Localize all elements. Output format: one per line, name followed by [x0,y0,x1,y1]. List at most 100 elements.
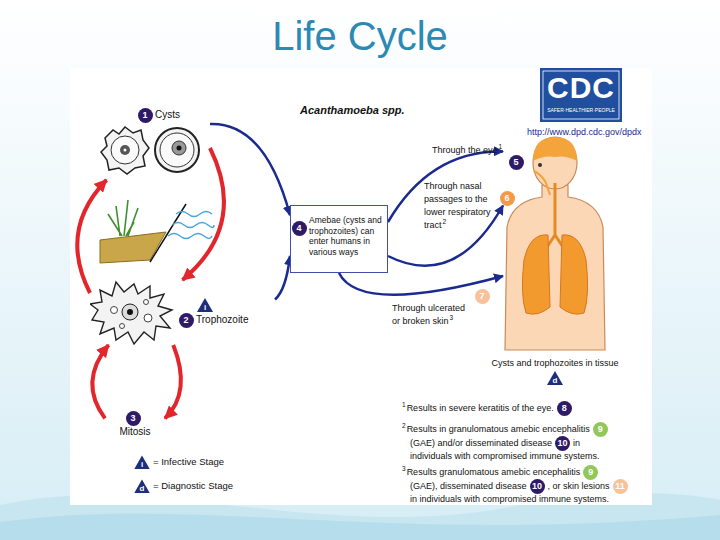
nasal-passage [534,171,550,195]
vacuole [111,307,118,314]
logo-box [540,68,622,122]
edge-label: Through ulcerated or broken skin [392,303,465,326]
node-text: Trophozoite [196,314,248,326]
node-text: Amebae (cysts and trophozoites) can ente… [309,215,386,257]
callout-number: 6 [500,191,515,206]
callout-number: 5 [509,155,524,170]
superscript-ref: 1 [499,143,503,150]
nucleolus [124,149,127,152]
trophozoite-body [90,282,172,344]
cycle-arrow [77,180,106,293]
cyst-wall [155,128,199,172]
callout-number: 10 [530,479,545,494]
footnote-line: (GAE), disseminated disease10, or skin l… [410,479,628,494]
habitat-illustration [100,200,214,263]
callout-number: 7 [475,289,490,304]
note-text: Acanthamoeba spp. [300,104,405,116]
callout-number: 1 [138,108,153,123]
superscript-ref: 2 [402,422,406,429]
note-text: Results in granulomatous amebic encephal… [407,424,590,434]
vacuole [120,324,125,329]
cycle-arrow [92,345,108,418]
note-text: http://www.dpd.cdc.gov/dpdx [527,127,642,137]
host-figure: Cysts and trophozoites in tissue [503,135,607,370]
stage-marker: d [134,479,150,493]
nucleus [122,304,138,320]
footnote-line: 2Results in granulomatous amebic encepha… [401,422,608,437]
nucleus [120,145,130,155]
vacuole [144,314,152,322]
route-arrow [210,124,290,215]
callout-number: 2 [179,313,194,328]
eye [538,163,542,167]
stage-node: Trophozoite [90,280,275,345]
callout-number: 4 [292,221,307,236]
head [533,137,577,189]
edge-label: Through nasal passages to the lower resp… [424,181,491,230]
node-text: Cysts [155,109,180,121]
legend-row: i= Infective Stage [134,455,224,469]
diagram-panel [70,68,652,505]
cyst-wall [101,127,149,174]
vacuole [144,300,149,305]
callout-number: 8 [557,401,572,416]
footnote-line: 3Results granulomatous amebic encephalit… [401,465,598,480]
callout-number: 9 [583,465,598,480]
process-box: Amebae (cysts and trophozoites) can ente… [290,205,388,273]
footnote-line: in individuals with compromised immune s… [410,493,609,506]
note-text: (GAE), disseminated disease [410,481,527,491]
nucleolus [177,146,182,151]
lung [522,235,550,314]
note-text: Results granulomatous amebic encephaliti… [407,467,581,477]
lung [560,235,588,314]
plant [108,200,138,236]
note-text: CDC [540,72,622,104]
nucleolus [127,309,133,315]
stage-marker: d [547,371,563,385]
route-arrow [275,256,290,300]
footnote-line: 1Results in severe keratitis of the eye.… [401,401,572,416]
note-text: (GAE) and/or disseminated disease [410,438,552,448]
cycle-arrow [165,345,181,418]
route-label: Through nasal passages to the lower resp… [424,180,506,232]
note-text: in [573,438,580,448]
water [168,212,214,239]
cyst-inner [111,136,139,164]
note-text: , or skin lesions [548,481,610,491]
cyst-illustration [95,100,210,180]
wave [0,514,720,540]
callout-number: 9 [593,422,608,437]
stage-marker: i [134,455,150,469]
slide-title: Life Cycle [0,12,720,60]
node-text: Cysts and trophozoites in tissue [480,357,630,369]
stage-node: Cysts [95,100,210,180]
nucleus [172,141,186,155]
brain [533,137,577,161]
divider-slash [150,204,186,262]
note-text: in individuals with compromised immune s… [410,494,609,504]
footnote-line: (GAE) and/or disseminated disease10in [410,436,580,451]
superscript-ref: 2 [443,218,447,225]
superscript-ref: 1 [402,401,406,408]
footnote-line: individuals with compromised immune syst… [410,450,600,463]
callout-number: 3 [126,411,141,426]
node-text: Mitosis [105,426,165,438]
cyst-inner [160,133,194,167]
legend-text: = Diagnostic Stage [153,480,233,491]
note-text: individuals with compromised immune syst… [410,451,600,461]
note-text: SAFER·HEALTHIER·PEOPLE [540,107,622,113]
edge-label: Through the eye [432,145,498,155]
legend-text: = Infective Stage [153,456,224,467]
route-label: Through ulcerated or broken skin3 [392,302,474,328]
route-label: Through the eye1 [432,144,502,157]
legend-row: d= Diagnostic Stage [134,479,233,493]
soil [100,232,166,263]
note-text: Results in severe keratitis of the eye. [407,403,554,413]
superscript-ref: 3 [450,314,454,321]
callout-number: 10 [555,436,570,451]
superscript-ref: 3 [402,465,406,472]
stage-marker: i [197,298,213,312]
